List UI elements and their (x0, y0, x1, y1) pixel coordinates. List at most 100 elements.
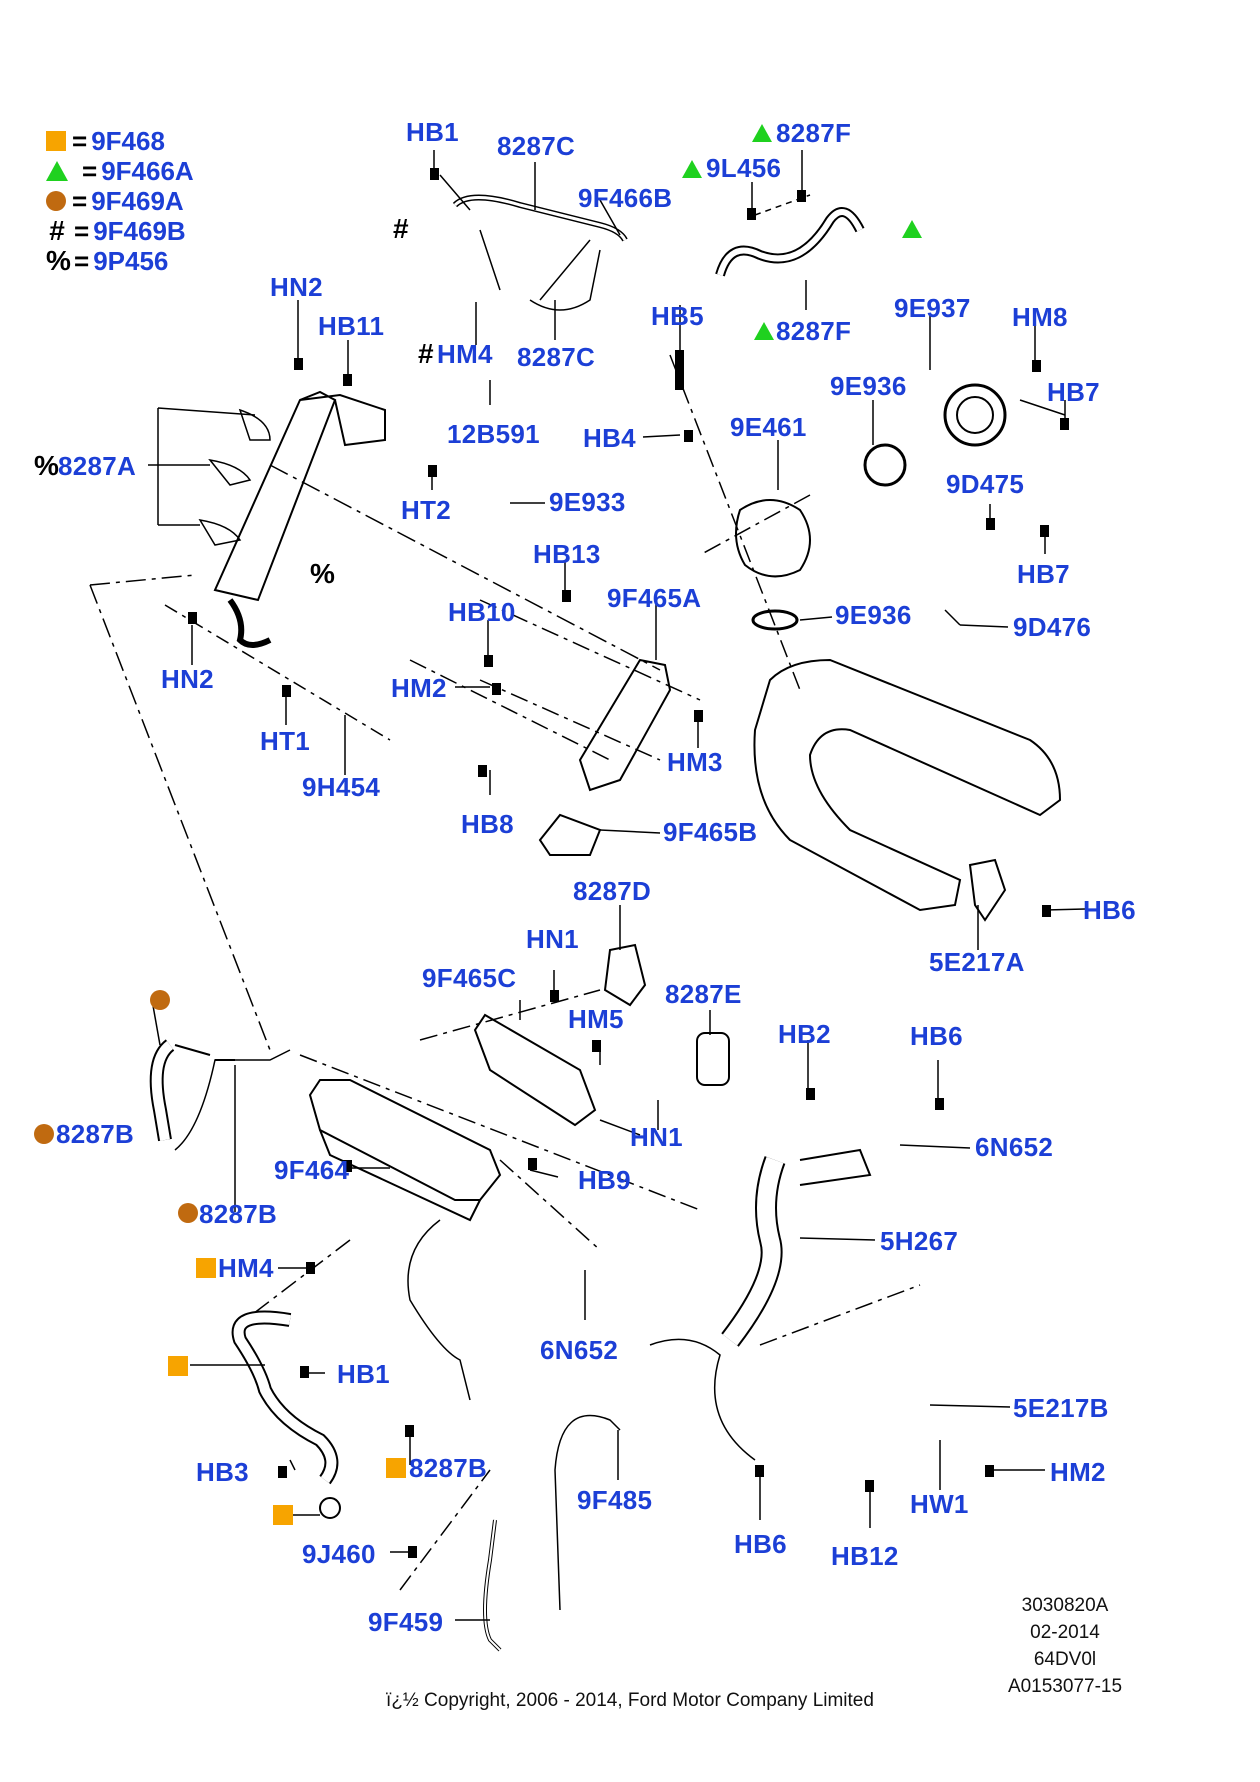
square-icon (196, 1258, 216, 1278)
part-label: HB6 (734, 1529, 787, 1559)
part-label: 8287F (776, 316, 852, 346)
part-label: 8287C (517, 342, 596, 372)
part-label: 9E933 (549, 487, 626, 517)
circle-icon (34, 1124, 54, 1144)
legend-code: 9P456 (93, 245, 169, 276)
part-label: HN1 (630, 1122, 683, 1152)
part-label: HM2 (1050, 1457, 1106, 1487)
square-icon (386, 1458, 406, 1478)
part-label: HB6 (910, 1021, 963, 1051)
triangle-icon (682, 160, 702, 178)
legend-row-square: = 9F468 (46, 126, 165, 156)
egr-valve-9e461 (735, 499, 811, 578)
hash-symbol: # (393, 213, 409, 244)
hose-9f468 (231, 1310, 339, 1485)
part-label: 8287C (497, 131, 576, 161)
drawing-ref: A0153077-15 (1007, 1676, 1123, 1697)
legend-code: 9F469A (91, 185, 184, 216)
part-label: HB3 (196, 1457, 249, 1487)
drawing-number: 3030820A (1021, 1595, 1109, 1616)
square-icon (273, 1505, 293, 1525)
part-label: 9F465A (607, 583, 702, 613)
copyright-notice: ï¿½ Copyright, 2006 - 2014, Ford Motor C… (386, 1690, 874, 1711)
part-label: 9F485 (577, 1485, 653, 1515)
part-label: 6N652 (975, 1132, 1054, 1162)
part-label: HM4 (437, 339, 493, 369)
percent-symbol: % (34, 450, 59, 481)
circle-icon (150, 990, 170, 1010)
part-label: HM2 (391, 673, 447, 703)
part-label: HB13 (533, 539, 601, 569)
part-label: 9E936 (835, 600, 912, 630)
legend-code: 9F469B (93, 215, 186, 246)
part-label: HN2 (270, 272, 323, 302)
part-label: HN1 (526, 924, 579, 954)
part-label: 8287B (56, 1119, 135, 1149)
part-label: 9F464 (274, 1155, 350, 1185)
part-label: HM4 (218, 1253, 274, 1283)
hash-symbol: # (49, 215, 65, 246)
circle-icon (46, 191, 66, 211)
legend-equals: = (82, 155, 98, 186)
part-label: HB5 (651, 301, 704, 331)
part-label: 6N652 (540, 1335, 619, 1365)
part-label: 9E937 (894, 293, 971, 323)
drawing-date: 02-2014 (1030, 1622, 1100, 1643)
hose-9l456 (715, 207, 865, 277)
circle-icon (178, 1203, 198, 1223)
part-label: HB6 (1083, 895, 1136, 925)
legend-row-hash: # = 9F469B (46, 215, 186, 246)
part-label: 5E217A (929, 947, 1025, 977)
part-label: 8287F (776, 118, 852, 148)
part-label: 9F466B (578, 183, 673, 213)
percent-symbol: % (46, 245, 71, 276)
part-label: HM8 (1012, 302, 1068, 332)
part-label: 9F465B (663, 817, 758, 847)
legend-code: 9F466A (101, 155, 194, 186)
part-label: HN2 (161, 664, 214, 694)
gasket-9e936-top (863, 443, 907, 487)
part-label: HB11 (318, 311, 385, 341)
legend-row-triangle: = 9F466A (46, 156, 194, 186)
legend-equals: = (72, 185, 88, 216)
square-icon (168, 1356, 188, 1376)
part-label: HB8 (461, 809, 514, 839)
part-label: 5E217B (1013, 1393, 1109, 1423)
part-label: HB12 (831, 1541, 899, 1571)
part-label: HB7 (1017, 559, 1070, 589)
legend-equals: = (74, 245, 90, 276)
part-label: 9D476 (1013, 612, 1092, 642)
part-label: 9E936 (830, 371, 907, 401)
triangle-icon (902, 220, 922, 238)
legend-equals: = (72, 125, 88, 156)
part-label: HW1 (910, 1489, 969, 1519)
part-label: 9J460 (302, 1539, 376, 1569)
part-label: 8287D (573, 876, 652, 906)
part-label: HT2 (401, 495, 452, 525)
part-label: 9D475 (946, 469, 1025, 499)
gasket-9e936-bot (751, 609, 799, 631)
part-label: HB10 (448, 597, 516, 627)
part-label: 9H454 (302, 772, 381, 802)
part-label: 9F459 (368, 1607, 444, 1637)
hash-symbol: # (418, 338, 434, 369)
part-label: 8287A (58, 451, 137, 481)
part-label: 9F465C (422, 963, 517, 993)
drawing-model: 64DV0l (1033, 1649, 1097, 1670)
part-label: 8287B (199, 1199, 278, 1229)
intake-manifold (753, 658, 1062, 912)
legend-equals: = (74, 215, 90, 246)
part-label: HM3 (667, 747, 723, 777)
triangle-icon (46, 161, 68, 181)
part-label: 8287B (409, 1453, 488, 1483)
part-label: HB7 (1047, 377, 1100, 407)
part-label: 12B591 (447, 419, 540, 449)
triangle-icon (754, 322, 774, 340)
triangle-icon (752, 124, 772, 142)
part-label: 9E461 (730, 412, 807, 442)
part-label: 8287E (665, 979, 742, 1009)
percent-symbol: % (310, 558, 335, 589)
legend-row-circle: = 9F469A (46, 186, 184, 216)
part-label: HB1 (406, 117, 459, 147)
